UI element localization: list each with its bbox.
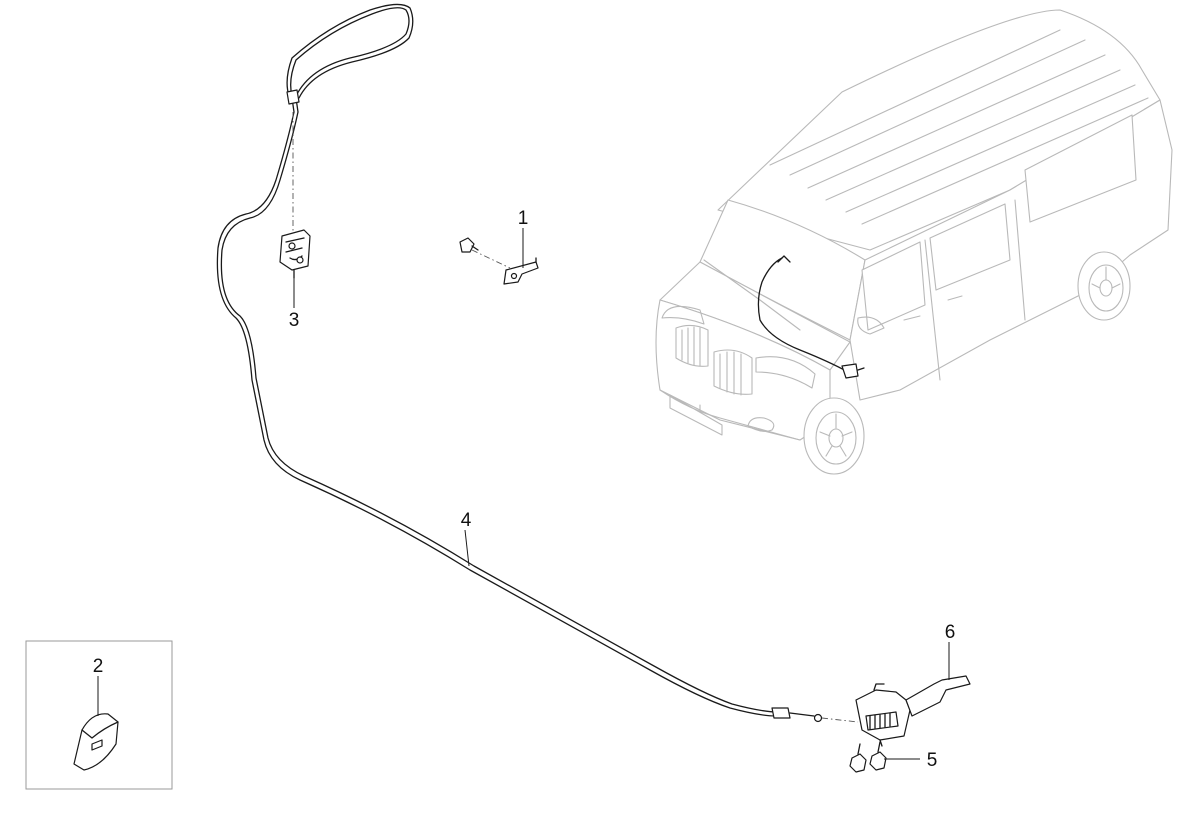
release-handle-cover (73, 713, 119, 771)
detail-inset-box (25, 640, 173, 790)
callout-5: 5 (927, 750, 938, 771)
callout-4: 4 (461, 510, 472, 531)
leader-4 (464, 529, 470, 567)
hood-release-handle (855, 675, 971, 747)
van-illustration (655, 9, 1173, 475)
callout-2: 2 (93, 656, 104, 677)
assembly-line-1 (471, 249, 511, 269)
cable-bracket (503, 257, 539, 285)
callout-6: 6 (945, 622, 956, 643)
hood-release-cable (216, 3, 823, 723)
callout-3: 3 (289, 310, 300, 331)
bracket-bolt (459, 237, 479, 253)
handle-fasteners (849, 741, 887, 773)
assembly-line-6 (821, 717, 859, 723)
hood-latch (279, 229, 311, 279)
callout-1: 1 (518, 208, 529, 229)
